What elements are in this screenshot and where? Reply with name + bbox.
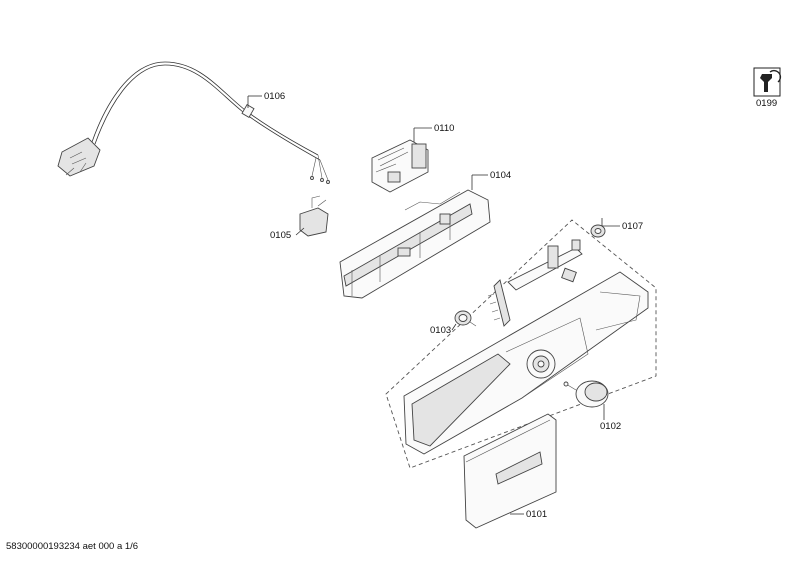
wrench-icon[interactable] bbox=[753, 67, 782, 97]
power-cord-part[interactable] bbox=[57, 61, 330, 184]
callout-label-selector-knob[interactable]: 0102 bbox=[600, 421, 621, 432]
fascia-assembly-part[interactable] bbox=[403, 224, 649, 455]
drawer-handle-part[interactable] bbox=[463, 413, 557, 529]
callout-label-control-module[interactable]: 0110 bbox=[434, 123, 454, 134]
callout-label-service-tool[interactable]: 0199 bbox=[756, 98, 777, 109]
button-part[interactable] bbox=[454, 310, 477, 327]
control-module-part[interactable] bbox=[371, 139, 429, 193]
callout-line bbox=[451, 323, 457, 331]
callout-label-module-carrier[interactable]: 0104 bbox=[490, 170, 511, 181]
callout-label-button[interactable]: 0103 bbox=[430, 325, 451, 336]
module-carrier-part[interactable] bbox=[339, 189, 491, 299]
document-number: 58300000193234 aet 000 a 1/6 bbox=[6, 541, 139, 552]
selector-knob-part[interactable] bbox=[563, 380, 609, 408]
callout-label-drawer-handle[interactable]: 0101 bbox=[526, 509, 547, 520]
suppressor-part[interactable] bbox=[299, 195, 329, 237]
fascia-assembly-group-outline bbox=[385, 219, 657, 469]
callout-label-power-cord[interactable]: 0106 bbox=[264, 91, 285, 102]
callout-line bbox=[295, 227, 305, 236]
callout-label-fascia-assembly[interactable]: 0107 bbox=[622, 221, 643, 232]
callout-label-suppressor[interactable]: 0105 bbox=[270, 230, 291, 241]
